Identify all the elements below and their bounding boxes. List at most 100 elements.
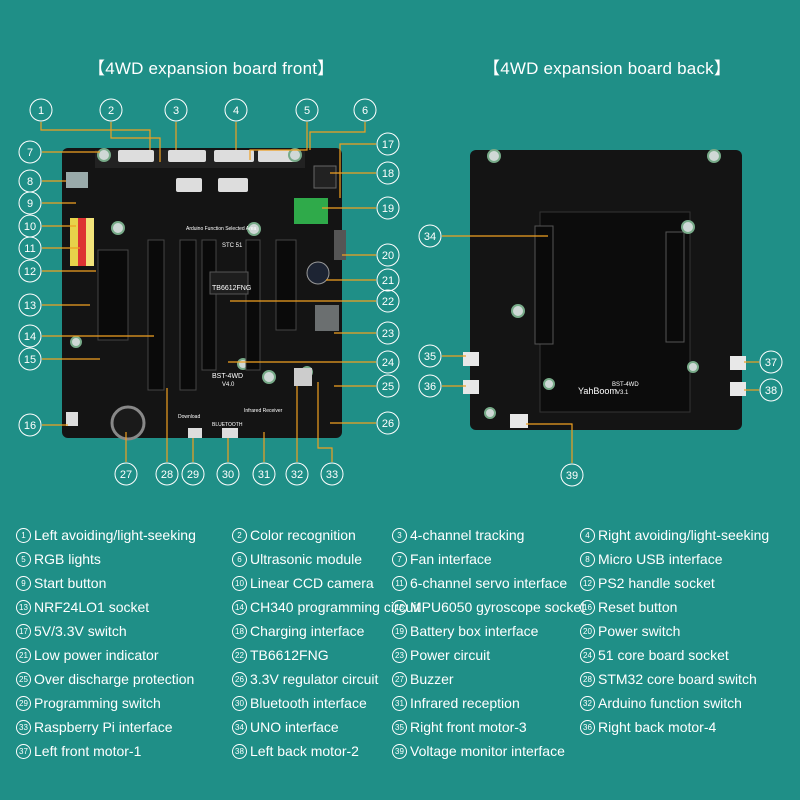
callout-circle-25 <box>376 374 400 398</box>
callout-number-23: 23 <box>382 328 394 340</box>
legend-number: 11 <box>392 575 407 591</box>
legend-label: Right front motor-3 <box>410 719 527 735</box>
callout-number-33: 33 <box>326 469 338 481</box>
legend-number: 30 <box>232 695 247 711</box>
legend-label: Left avoiding/light-seeking <box>34 527 196 543</box>
legend-label: RGB lights <box>34 551 101 567</box>
callout-number-16: 16 <box>24 420 36 432</box>
legend-label: Infrared reception <box>410 695 520 711</box>
legend-number: 20 <box>580 623 595 639</box>
legend-number: 17 <box>16 623 31 639</box>
legend-label: Ultrasonic module <box>250 551 363 567</box>
callout-circle-18 <box>376 161 400 185</box>
callout-number-9: 9 <box>27 198 33 210</box>
callout-number-30: 30 <box>222 469 234 481</box>
callout-circle-23 <box>376 321 400 345</box>
callout-number-10: 10 <box>24 221 36 233</box>
infrared-silk: Infrared Receiver <box>244 408 283 414</box>
callout-circle-24 <box>376 350 400 374</box>
back-mounting-holes <box>484 149 721 419</box>
yahboom-silk: YahBoom <box>578 386 617 396</box>
legend-label: 5V/3.3V switch <box>34 623 127 639</box>
callout-number-32: 32 <box>291 469 303 481</box>
board-version-silk: V4.0 <box>222 382 235 388</box>
callout-circle-34 <box>418 224 442 248</box>
callout-number-36: 36 <box>424 381 436 393</box>
leader-line-39 <box>526 423 573 463</box>
legend-label: Low power indicator <box>34 647 159 663</box>
callout-circle-6 <box>353 98 377 122</box>
legend-label: UNO interface <box>250 719 339 735</box>
leader-line-5 <box>249 122 308 160</box>
callout-circle-38 <box>759 378 783 402</box>
capacitor <box>306 261 330 285</box>
legend-label: Linear CCD camera <box>250 575 374 591</box>
legend-label: Over discharge protection <box>34 671 195 687</box>
legend-number: 24 <box>580 647 595 663</box>
legend-number: 31 <box>392 695 407 711</box>
legend-number: 16 <box>580 599 595 615</box>
legend-label: Charging interface <box>250 623 365 639</box>
legend-number: 35 <box>392 719 407 735</box>
callout-number-14: 14 <box>24 331 36 343</box>
legend-number: 23 <box>392 647 407 663</box>
legend-label: Reset button <box>598 599 678 615</box>
legend-label: Arduino function switch <box>598 695 742 711</box>
programming-switch-body <box>188 428 202 438</box>
callout-number-19: 19 <box>382 203 394 215</box>
legend-number: 32 <box>580 695 595 711</box>
back-model-silk: BST-4WD <box>612 382 639 388</box>
legend-number: 12 <box>580 575 595 591</box>
callout-circle-39 <box>560 463 584 487</box>
callout-circle-19 <box>376 196 400 220</box>
callout-number-35: 35 <box>424 351 436 363</box>
back-version-silk: V3.1 <box>616 390 629 396</box>
legend-number: 21 <box>16 647 31 663</box>
callout-number-7: 7 <box>27 147 33 159</box>
callout-circle-9 <box>18 191 42 215</box>
power-switch-body <box>334 230 346 260</box>
callout-circle-16 <box>18 413 42 437</box>
legend-label: Micro USB interface <box>598 551 723 567</box>
core-socket-b <box>245 239 261 371</box>
legend-label: Power switch <box>598 623 681 639</box>
callout-number-34: 34 <box>424 231 436 243</box>
legend-number: 26 <box>232 671 247 687</box>
stm32-socket-left <box>147 239 165 391</box>
callout-circle-28 <box>155 462 179 486</box>
callout-number-22: 22 <box>382 296 394 308</box>
callout-circle-30 <box>216 462 240 486</box>
legend-label: Left back motor-2 <box>250 743 359 759</box>
legend-label: 51 core board socket <box>598 647 729 663</box>
download-silk: Download <box>178 414 200 420</box>
legend-number: 3 <box>392 527 407 543</box>
charging-jack <box>313 165 337 189</box>
legend-number: 15 <box>392 599 407 615</box>
legend-label: 3.3V regulator circuit <box>250 671 379 687</box>
callout-number-8: 8 <box>27 176 33 188</box>
callout-circle-32 <box>285 462 309 486</box>
back-motor-connectors <box>463 352 746 428</box>
front-board-title: 【4WD expansion board front】 <box>88 59 335 78</box>
callout-circle-21 <box>376 268 400 292</box>
legend-number: 7 <box>392 551 407 567</box>
callout-circle-35 <box>418 344 442 368</box>
